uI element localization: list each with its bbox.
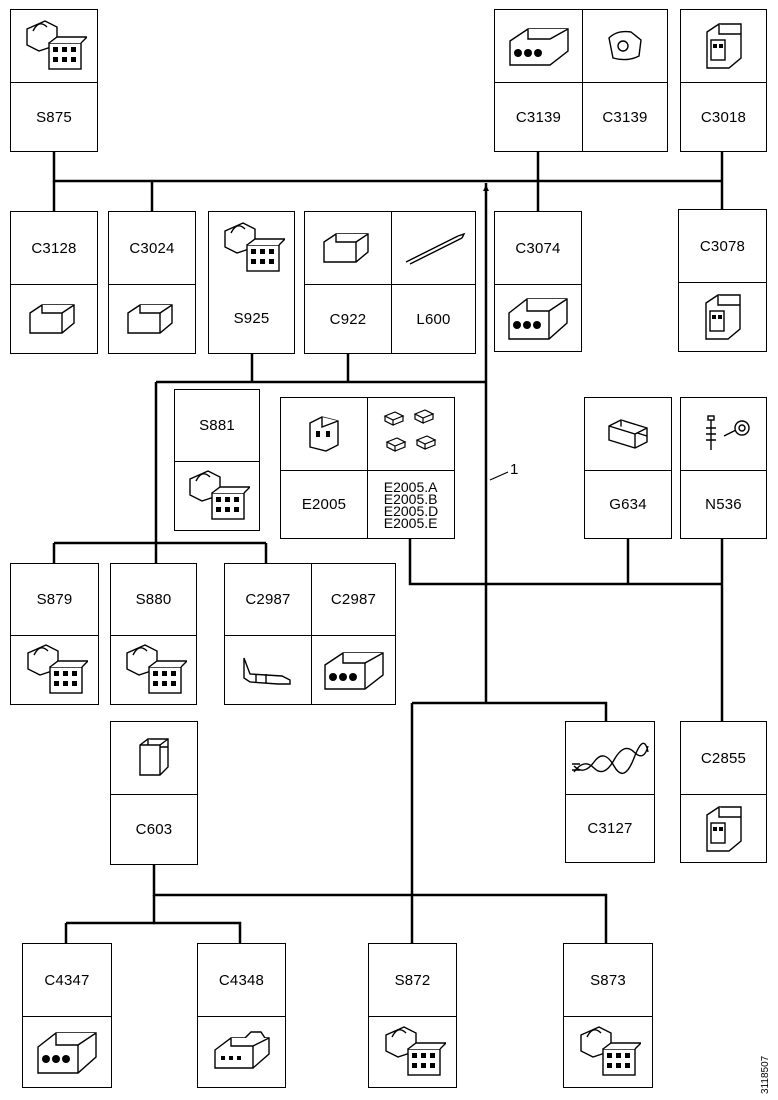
component-g634: G634 [584,397,672,539]
component-label: C2855 [700,749,747,767]
component-label: E2005.D [383,502,439,519]
component-label: E2005.E [383,514,438,531]
multi-pin-connector-icon [495,10,582,82]
multi-pin-connector-icon [23,1016,111,1087]
component-label: E2005.A [383,478,438,495]
component-c3018: C3018 [680,9,767,152]
component-s881: S881 [174,389,260,531]
component-label: C2987 [245,591,291,608]
switch-connector-icon [369,1016,456,1087]
component-s873: S873 [563,943,653,1088]
component-c2855: C2855 [680,721,767,863]
component-label: S880 [135,591,172,608]
component-label: C3128 [31,239,77,257]
component-label: C603 [135,821,173,838]
component-s879: S879 [10,563,99,705]
multi-pin-connector-icon [312,635,395,704]
twisted-pair-icon [566,722,654,794]
component-label: C3127 [587,820,633,837]
component-c3074: C3074 [494,211,582,352]
switch-connector-icon [564,1016,652,1087]
component-label: C3074 [515,239,561,257]
component-n536: N536 [680,397,767,539]
switch-connector-icon [11,635,98,704]
component-label: C3024 [129,239,175,257]
component-c3128: C3128 [10,211,98,354]
component-label: S875 [36,108,72,126]
component-label: E2005 [301,496,347,513]
component-label: C4348 [218,971,265,989]
plug-connector-icon [585,398,671,470]
component-c4347: C4347 [22,943,112,1088]
component-label: G634 [609,496,647,513]
component-c2987-pair: C2987 C2987 [224,563,396,705]
component-label: L600 [416,310,451,328]
component-label: S873 [590,971,626,989]
plug-connector-icon [109,284,195,353]
switch-connector-icon [111,635,196,704]
multi-pin-connector-icon [495,284,581,351]
plug-connector-icon [198,1016,285,1087]
component-label: N536 [705,496,742,513]
component-label: C3018 [700,108,747,126]
component-label: C3078 [699,237,746,255]
component-label: C2987 [330,591,377,608]
component-label: C3139 [602,108,648,126]
component-sublabels: E2005.A E2005.B E2005.D E2005.E [383,478,439,531]
component-label: C922 [329,310,367,328]
component-label: C4347 [44,971,90,989]
terminal-pin-icon [583,10,667,82]
terminal-pin-icon [225,635,311,704]
component-c922-l600: C922 L600 [304,211,476,354]
plug-connector-icon [11,284,97,353]
component-s872: S872 [368,943,457,1088]
component-c4348: C4348 [197,943,286,1088]
component-label: S879 [36,591,73,608]
document-id: 3118507 [760,1055,771,1094]
wire-lead-icon [392,212,475,284]
plug-connector-icon [111,722,197,794]
callout-label: 1 [510,461,519,478]
switch-connector-icon [11,10,97,82]
component-c3139-pair: C3139 C3139 [494,9,668,152]
splice-pack-icon [368,398,454,470]
component-label: E2005.B [383,490,438,507]
component-label: S881 [199,417,235,434]
component-c3078: C3078 [678,209,767,352]
plug-connector-icon [305,212,391,284]
switch-connector-icon [209,212,294,284]
switch-connector-icon [175,461,259,530]
component-c603: C603 [110,721,198,865]
component-label: S925 [233,310,270,327]
component-s875: S875 [10,9,98,152]
ground-stud-icon [681,398,766,470]
plug-connector-icon [681,10,766,82]
component-c3127: C3127 [565,721,655,863]
component-e2005: E2005 E2005.A E2005.B E2005.D E2005.E [280,397,455,539]
component-label: C3139 [515,108,562,126]
terminal-pin-icon [281,398,367,470]
plug-connector-icon [679,282,766,351]
component-c3024: C3024 [108,211,196,354]
component-s925: S925 [208,211,295,354]
plug-connector-icon [681,794,766,862]
component-s880: S880 [110,563,197,705]
component-label: S872 [394,971,431,989]
